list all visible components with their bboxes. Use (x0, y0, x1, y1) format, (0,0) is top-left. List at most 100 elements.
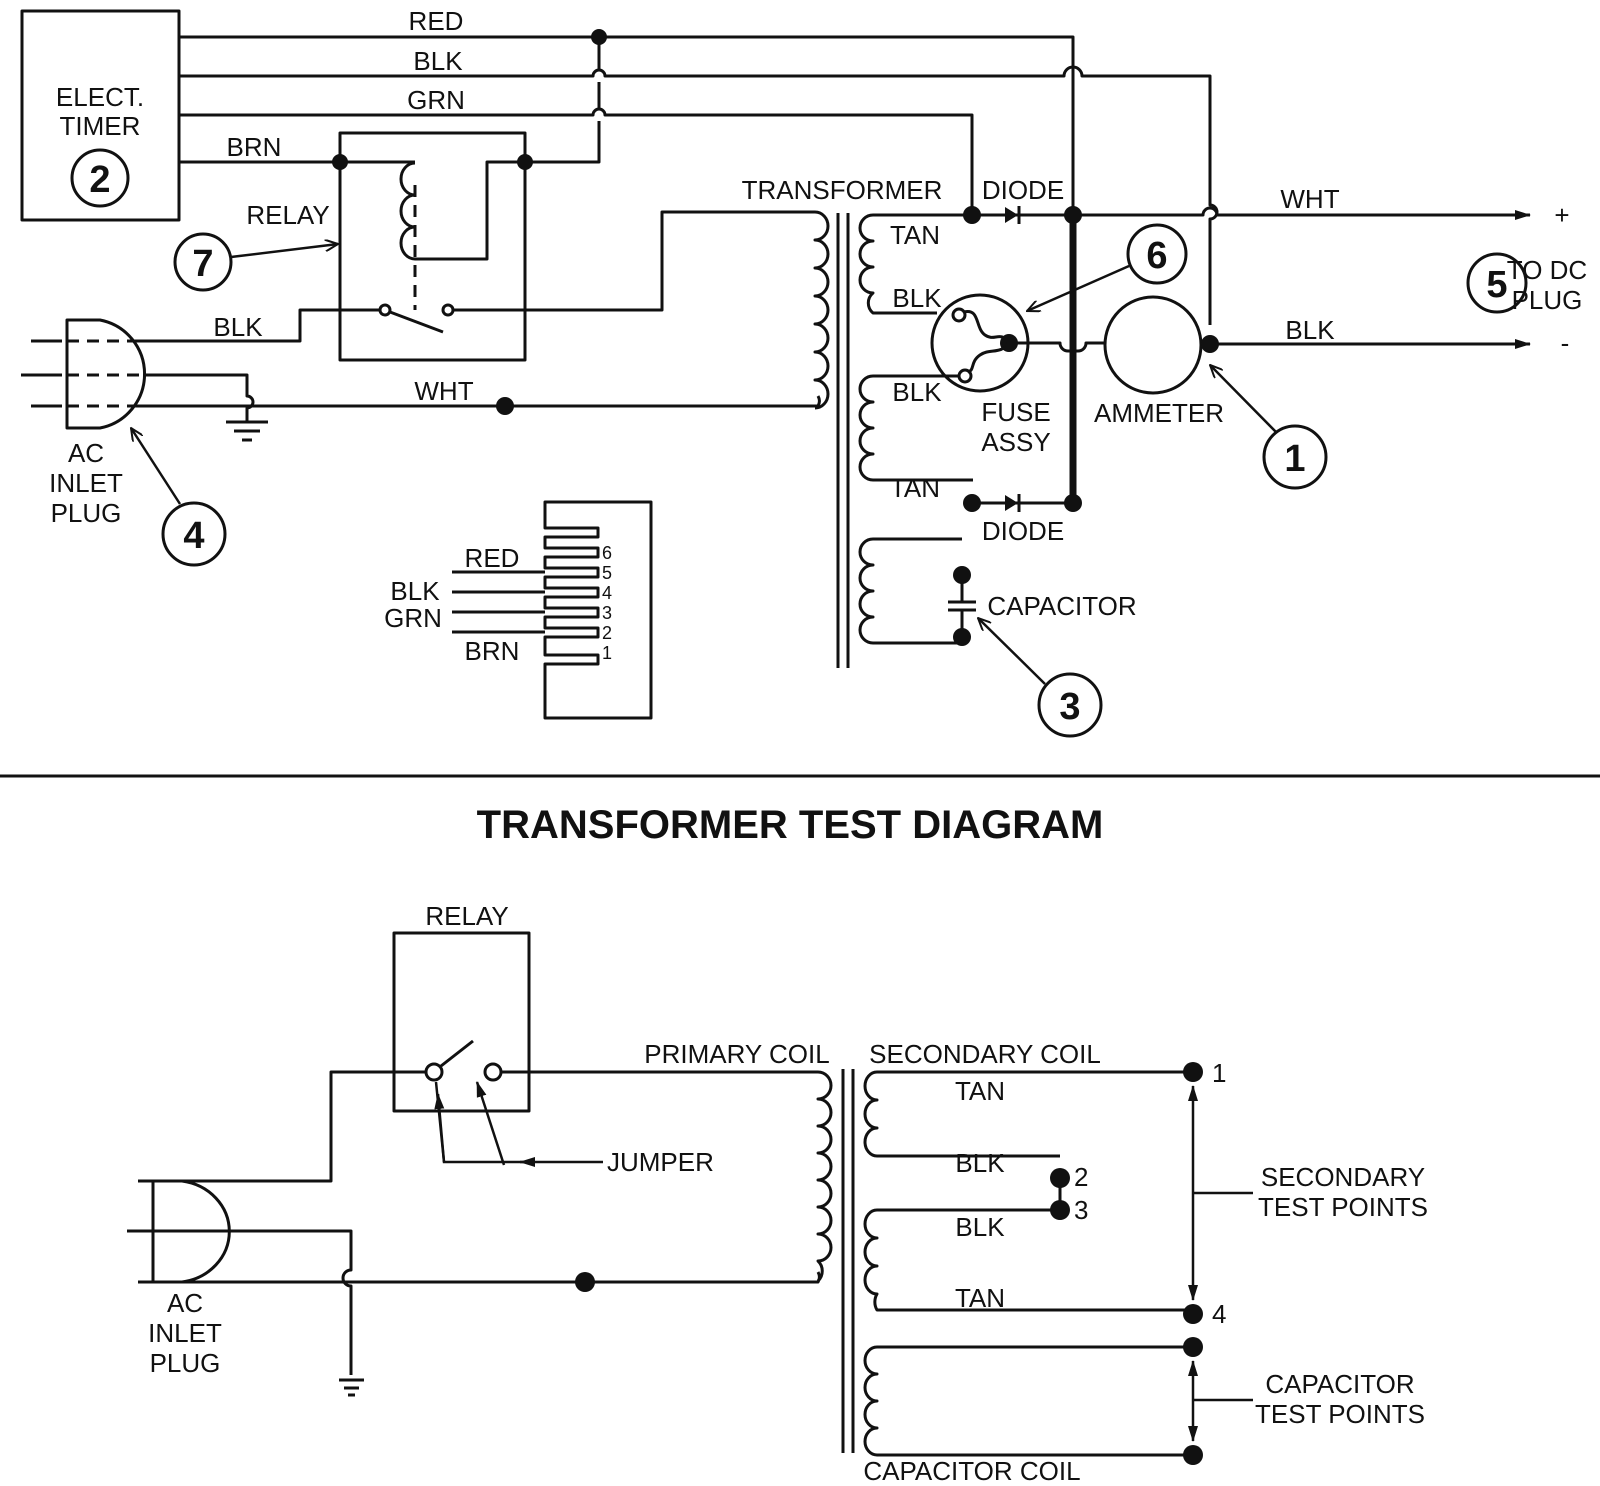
connector-pin-5: 5 (602, 563, 612, 583)
dc-minus-sign: - (1561, 328, 1570, 358)
plug-label-2: INLET (49, 468, 123, 498)
rectifier: DIODE DIODE WHT + (963, 175, 1570, 546)
callout-circle-4 (161, 501, 227, 567)
secondary-test-label-1: SECONDARY (1261, 1162, 1425, 1192)
test-secondary-upper (863, 1070, 1193, 1158)
relay-contact (483, 1062, 503, 1082)
connector-pin-3: 3 (602, 603, 612, 623)
relay-coil (340, 160, 525, 261)
ammeter-label: AMMETER (1094, 398, 1224, 428)
jumper-lead (434, 1093, 446, 1163)
connector-body (543, 500, 653, 720)
connector-pin-4: 4 (602, 583, 612, 603)
jumper-label: JUMPER (607, 1147, 714, 1177)
connector-label-brn: BRN (465, 636, 520, 666)
capacitor-test-point-top (1183, 1337, 1203, 1357)
capacitor-test-label-1: CAPACITOR (1265, 1369, 1414, 1399)
secondary-coil-label: SECONDARY COIL (869, 1039, 1101, 1069)
fuse-label-2: ASSY (981, 427, 1050, 457)
test-point-2-label: 2 (1074, 1162, 1088, 1192)
test-secondary-lower (863, 1208, 1193, 1312)
plug-label-3: PLUG (51, 498, 122, 528)
capacitor-coil-label: CAPACITOR COIL (863, 1456, 1080, 1486)
wire-label-grn: GRN (407, 85, 465, 115)
test-wire-tan-lower: TAN (955, 1283, 1005, 1313)
wire-wht-ac (133, 395, 821, 408)
test-point-4 (1183, 1304, 1203, 1324)
fuse-assembly: FUSE ASSY 6 (930, 223, 1188, 457)
timer-wires: RED BLK GRN BRN (179, 6, 1219, 325)
transformer: TRANSFORMER TAN BLK BLK TAN (742, 175, 973, 668)
wire-red-drop (525, 37, 601, 164)
ammeter: BLK - AMMETER 1 (1094, 295, 1570, 490)
callout-circle-7 (173, 232, 233, 292)
wire-label-brn: BRN (227, 132, 282, 162)
section-title: TRANSFORMER TEST DIAGRAM (477, 803, 1104, 847)
wire-label-red: RED (409, 6, 464, 36)
jumper-wire (434, 1081, 533, 1164)
wire-label-tan-upper: TAN (890, 220, 940, 250)
transformer-test-diagram: TRANSFORMER TEST DIAGRAM RELAY JUMPER AC… (127, 803, 1428, 1486)
test-plug-label-2: INLET (148, 1318, 222, 1348)
dc-plug-label-1: TO DC (1507, 255, 1587, 285)
wire-connector: RED BLK GRN BRN 6 5 4 3 2 1 (384, 500, 653, 720)
junction-dot (575, 1272, 595, 1292)
callout-circle-1 (1262, 424, 1328, 490)
test-wire-blk-lower: BLK (955, 1212, 1005, 1242)
ground-wire (143, 373, 255, 421)
callout-circle-3 (1037, 672, 1103, 738)
transformer-label: TRANSFORMER (742, 175, 943, 205)
secondary-test-label-2: TEST POINTS (1258, 1192, 1428, 1222)
test-ground-icon (339, 1378, 364, 1397)
callout-number-1: 1 (1284, 438, 1305, 480)
relay-box (338, 131, 527, 362)
plug-body (65, 318, 146, 430)
diode-icon (1005, 207, 1018, 223)
connector-pin-6: 6 (602, 543, 612, 563)
relay-switch-blade (440, 1039, 474, 1068)
callout-circle-5 (1466, 252, 1528, 314)
diode-icon (1005, 495, 1018, 511)
jumper-lead (475, 1081, 506, 1166)
transformer-core (836, 213, 850, 668)
capacitor-icon (948, 575, 976, 637)
capacitor-test-label-2: TEST POINTS (1255, 1399, 1425, 1429)
connector-label-red: RED (465, 543, 520, 573)
test-transformer-core (841, 1069, 855, 1453)
top-schematic: ELECT. TIMER 2 RED BLK GRN BRN (20, 6, 1587, 738)
timer-label-1: ELECT. (56, 82, 144, 112)
ground-icon (226, 420, 268, 442)
primary-coil (813, 210, 830, 410)
connector-wires (452, 570, 545, 634)
test-primary-coil (816, 1070, 833, 1283)
fuse-terminal (951, 307, 967, 323)
connector-label-blk: BLK (390, 576, 440, 606)
test-plug-label-1: AC (167, 1288, 203, 1318)
relay-contact (424, 1062, 444, 1082)
callout-number-6: 6 (1146, 235, 1167, 277)
relay-label: RELAY (246, 200, 329, 230)
callout-arrow-4 (131, 428, 182, 505)
wire-blk-ac (133, 210, 815, 343)
callout-number-7: 7 (192, 243, 213, 285)
wire-grn (179, 107, 974, 212)
ammeter-body (1103, 295, 1203, 395)
junction-dot (1064, 494, 1082, 512)
wire-label-blk-lower: BLK (892, 377, 942, 407)
capacitor: CAPACITOR 3 (948, 566, 1137, 738)
wire-label-blk-ac: BLK (213, 312, 263, 342)
fuse-terminal (957, 368, 973, 384)
wire-red (179, 35, 1075, 212)
secondary-coil-lower (858, 374, 973, 482)
callout-number-2: 2 (89, 159, 110, 201)
test-wire-ground (127, 1229, 353, 1375)
wire-label-blk: BLK (413, 46, 463, 76)
fuse-element-icon (963, 310, 1011, 374)
wire-label-wht-out: WHT (1280, 184, 1339, 214)
callout-arrow-7 (230, 244, 338, 259)
test-wire-blk-upper: BLK (955, 1148, 1005, 1178)
test-point-1-label: 1 (1212, 1058, 1226, 1088)
wire-fuse-ammeter (1009, 341, 1105, 353)
test-relay-label: RELAY (425, 901, 508, 931)
